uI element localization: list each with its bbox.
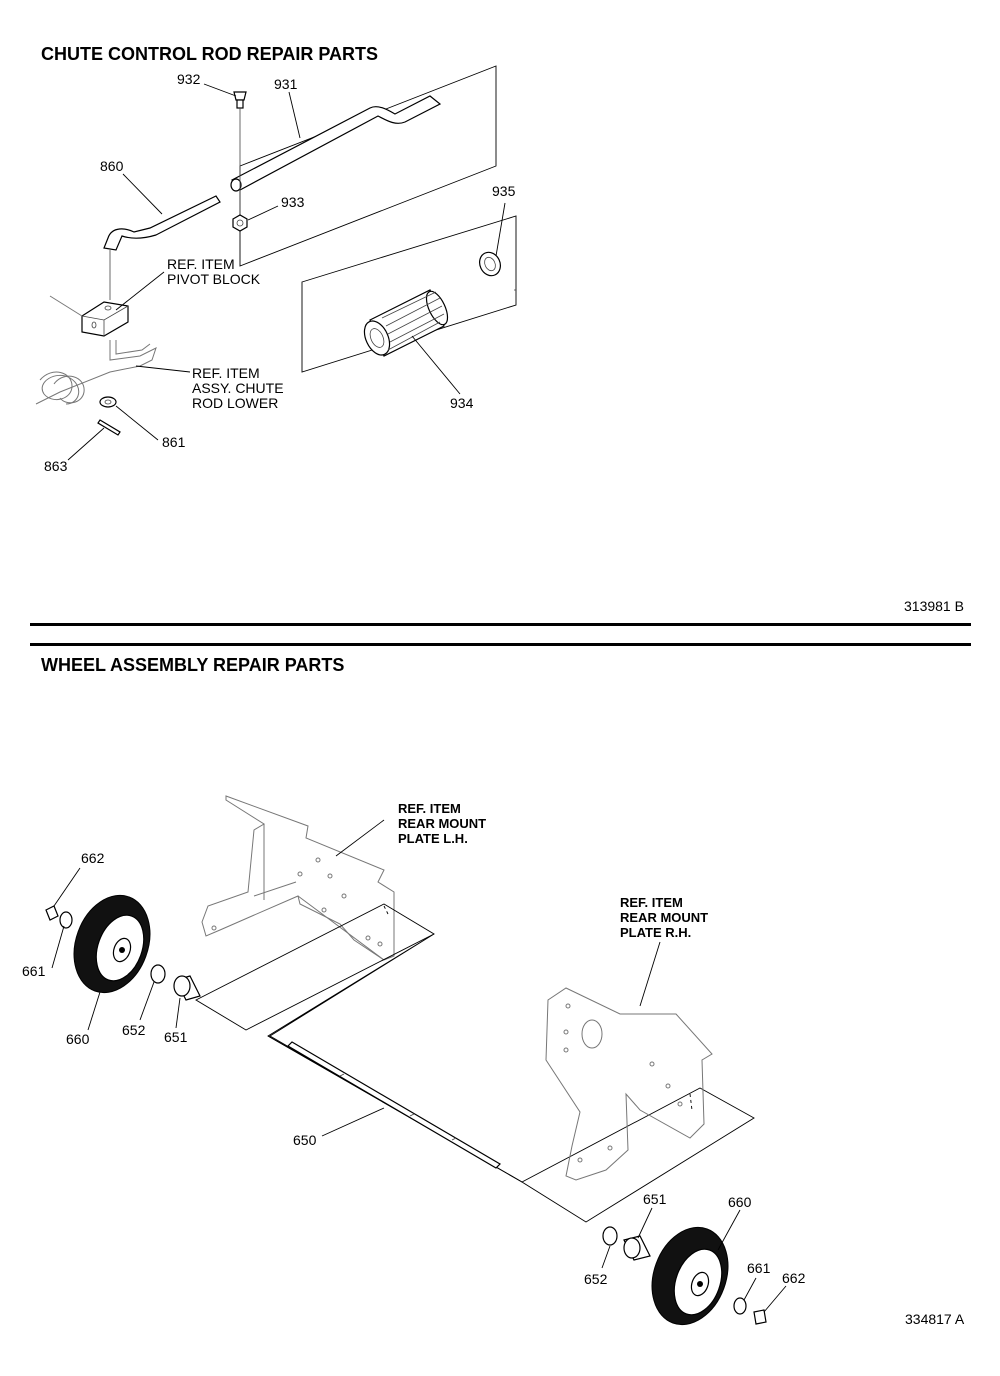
spacer-651-left: [173, 975, 201, 1001]
right-axle-frame: [521, 1087, 755, 1223]
washer-861: [99, 396, 117, 408]
wheel-assembly-diagram: 662 661 660 652 651 650 651 660 652 661 …: [22, 795, 806, 1326]
callout-931: 931: [274, 76, 298, 92]
rear-mount-plate-lh: [201, 795, 395, 961]
callout-650: 650: [293, 1132, 317, 1148]
callout-662-right: 662: [782, 1270, 806, 1286]
callout-661-right: 661: [747, 1260, 771, 1276]
callout-651-left: 651: [164, 1029, 188, 1045]
callout-935: 935: [492, 183, 516, 199]
rod-931-frame: [239, 65, 497, 267]
pivot-block: [49, 295, 129, 337]
wheel-drawing-number: 334817 A: [905, 1311, 965, 1327]
ref-pivot-block: REF. ITEM PIVOT BLOCK: [167, 256, 261, 287]
washer-652-left: [150, 964, 166, 984]
callout-860: 860: [100, 158, 124, 174]
rear-mount-plate-rh: [545, 987, 713, 1181]
callout-651-right: 651: [643, 1191, 667, 1207]
section-divider-top: [30, 623, 971, 626]
wheel-660-left: [73, 894, 151, 994]
ref-rear-mount-lh: REF. ITEM REAR MOUNT PLATE L.H.: [398, 801, 490, 846]
wheel-660-right: [651, 1226, 729, 1326]
nut-933: [232, 214, 248, 232]
callout-652-right: 652: [584, 1271, 608, 1287]
callout-662-left: 662: [81, 850, 105, 866]
washer-661-left: [59, 911, 73, 929]
ref-chute-rod-lower: REF. ITEM ASSY. CHUTE ROD LOWER: [192, 365, 287, 411]
callout-932: 932: [177, 71, 201, 87]
rod-860: [103, 195, 221, 300]
upper-rod-931: [230, 95, 442, 192]
callout-652-left: 652: [122, 1022, 146, 1038]
section-divider-bottom: [30, 643, 971, 646]
callout-660-left: 660: [66, 1031, 90, 1047]
clip-662-right: [753, 1309, 767, 1325]
clip-662-left: [45, 905, 59, 921]
callout-660-right: 660: [728, 1194, 752, 1210]
axle-650: [287, 1041, 501, 1169]
pin-863: [97, 419, 121, 436]
grip-934-frame: [301, 215, 517, 373]
ring-935: [479, 251, 501, 277]
callout-934: 934: [450, 395, 474, 411]
ref-rear-mount-rh: REF. ITEM REAR MOUNT PLATE R.H.: [620, 895, 712, 940]
chute-drawing-number: 313981 B: [904, 598, 964, 614]
wheel-section-title: WHEEL ASSEMBLY REPAIR PARTS: [41, 655, 345, 675]
grip-934: [363, 289, 449, 357]
chute-rod-lower: [35, 340, 157, 405]
screw-932: [233, 91, 247, 215]
chute-control-rod-diagram: 932 931 860 933 935 934 861 863 REF. ITE…: [35, 65, 517, 474]
callout-863: 863: [44, 458, 68, 474]
washer-652-right: [602, 1226, 618, 1246]
spacer-651-right: [623, 1235, 651, 1261]
chute-section-title: CHUTE CONTROL ROD REPAIR PARTS: [41, 44, 379, 64]
callout-861: 861: [162, 434, 186, 450]
callout-661-left: 661: [22, 963, 46, 979]
callout-933: 933: [281, 194, 305, 210]
washer-661-right: [733, 1297, 747, 1315]
left-axle-frame: [195, 903, 435, 1031]
